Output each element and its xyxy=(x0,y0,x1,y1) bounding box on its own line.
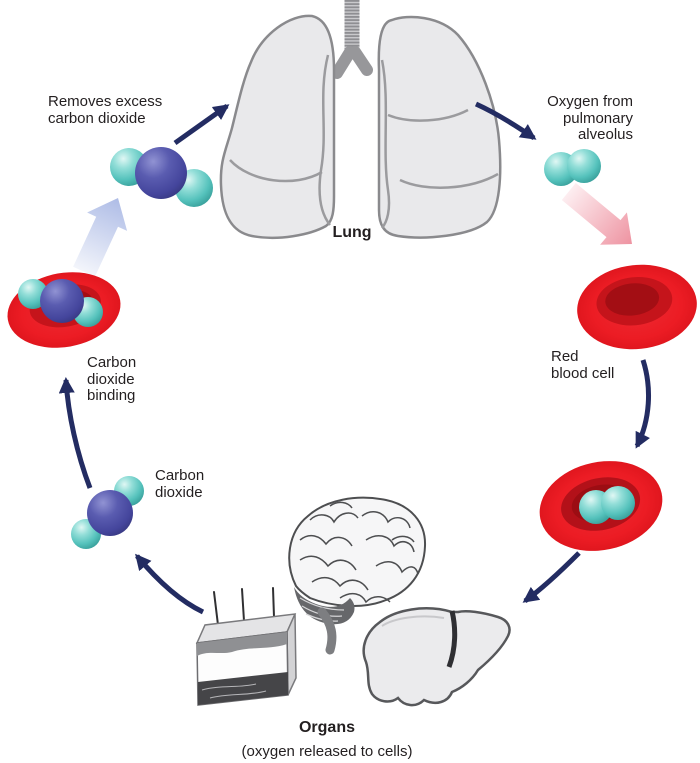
label-organs: Organs xyxy=(298,719,355,736)
co2-molecule-icon xyxy=(71,476,144,549)
label-oxygen-from-alveolus: Oxygen from pulmonary alveolus xyxy=(547,93,633,143)
liver-icon xyxy=(362,607,511,707)
red-blood-cell-icon xyxy=(539,461,663,551)
red-blood-cell-icon xyxy=(577,264,697,350)
label-removes-excess-co2: Removes excess carbon dioxide xyxy=(48,93,163,127)
exhale-block-arrow-icon xyxy=(73,198,128,277)
label-carbon-dioxide: Carbon dioxide xyxy=(155,467,205,501)
oxygen-block-arrow-icon xyxy=(561,183,632,245)
red-blood-cell-icon xyxy=(7,272,121,348)
label-carbon-dioxide-binding: Carbon dioxide binding xyxy=(87,354,137,404)
o2-molecule-icon xyxy=(544,149,601,186)
arrow-co2-binding-icon xyxy=(58,377,93,489)
arrow-organs-to-co2-icon xyxy=(135,553,205,615)
lung-icon xyxy=(219,14,502,240)
arrow-lung-to-oxygen-icon xyxy=(474,101,537,141)
skin-icon xyxy=(195,587,297,706)
trachea-icon xyxy=(331,0,373,79)
brain-icon xyxy=(288,496,427,655)
co2-molecule-icon xyxy=(18,279,103,327)
left-lung xyxy=(219,14,336,240)
arrow-co2-to-lung-icon xyxy=(173,103,230,146)
co2-molecule-icon xyxy=(110,147,213,207)
label-red-blood-cell: Red blood cell xyxy=(551,348,615,382)
arrow-cell-to-organs-icon xyxy=(522,551,581,604)
arrow-cell-to-cell-icon xyxy=(634,359,652,449)
label-lung: Lung xyxy=(332,224,372,241)
o2-molecule-icon xyxy=(579,486,635,524)
label-organs-note: (oxygen released to cells) xyxy=(241,743,413,760)
right-lung xyxy=(377,15,502,239)
